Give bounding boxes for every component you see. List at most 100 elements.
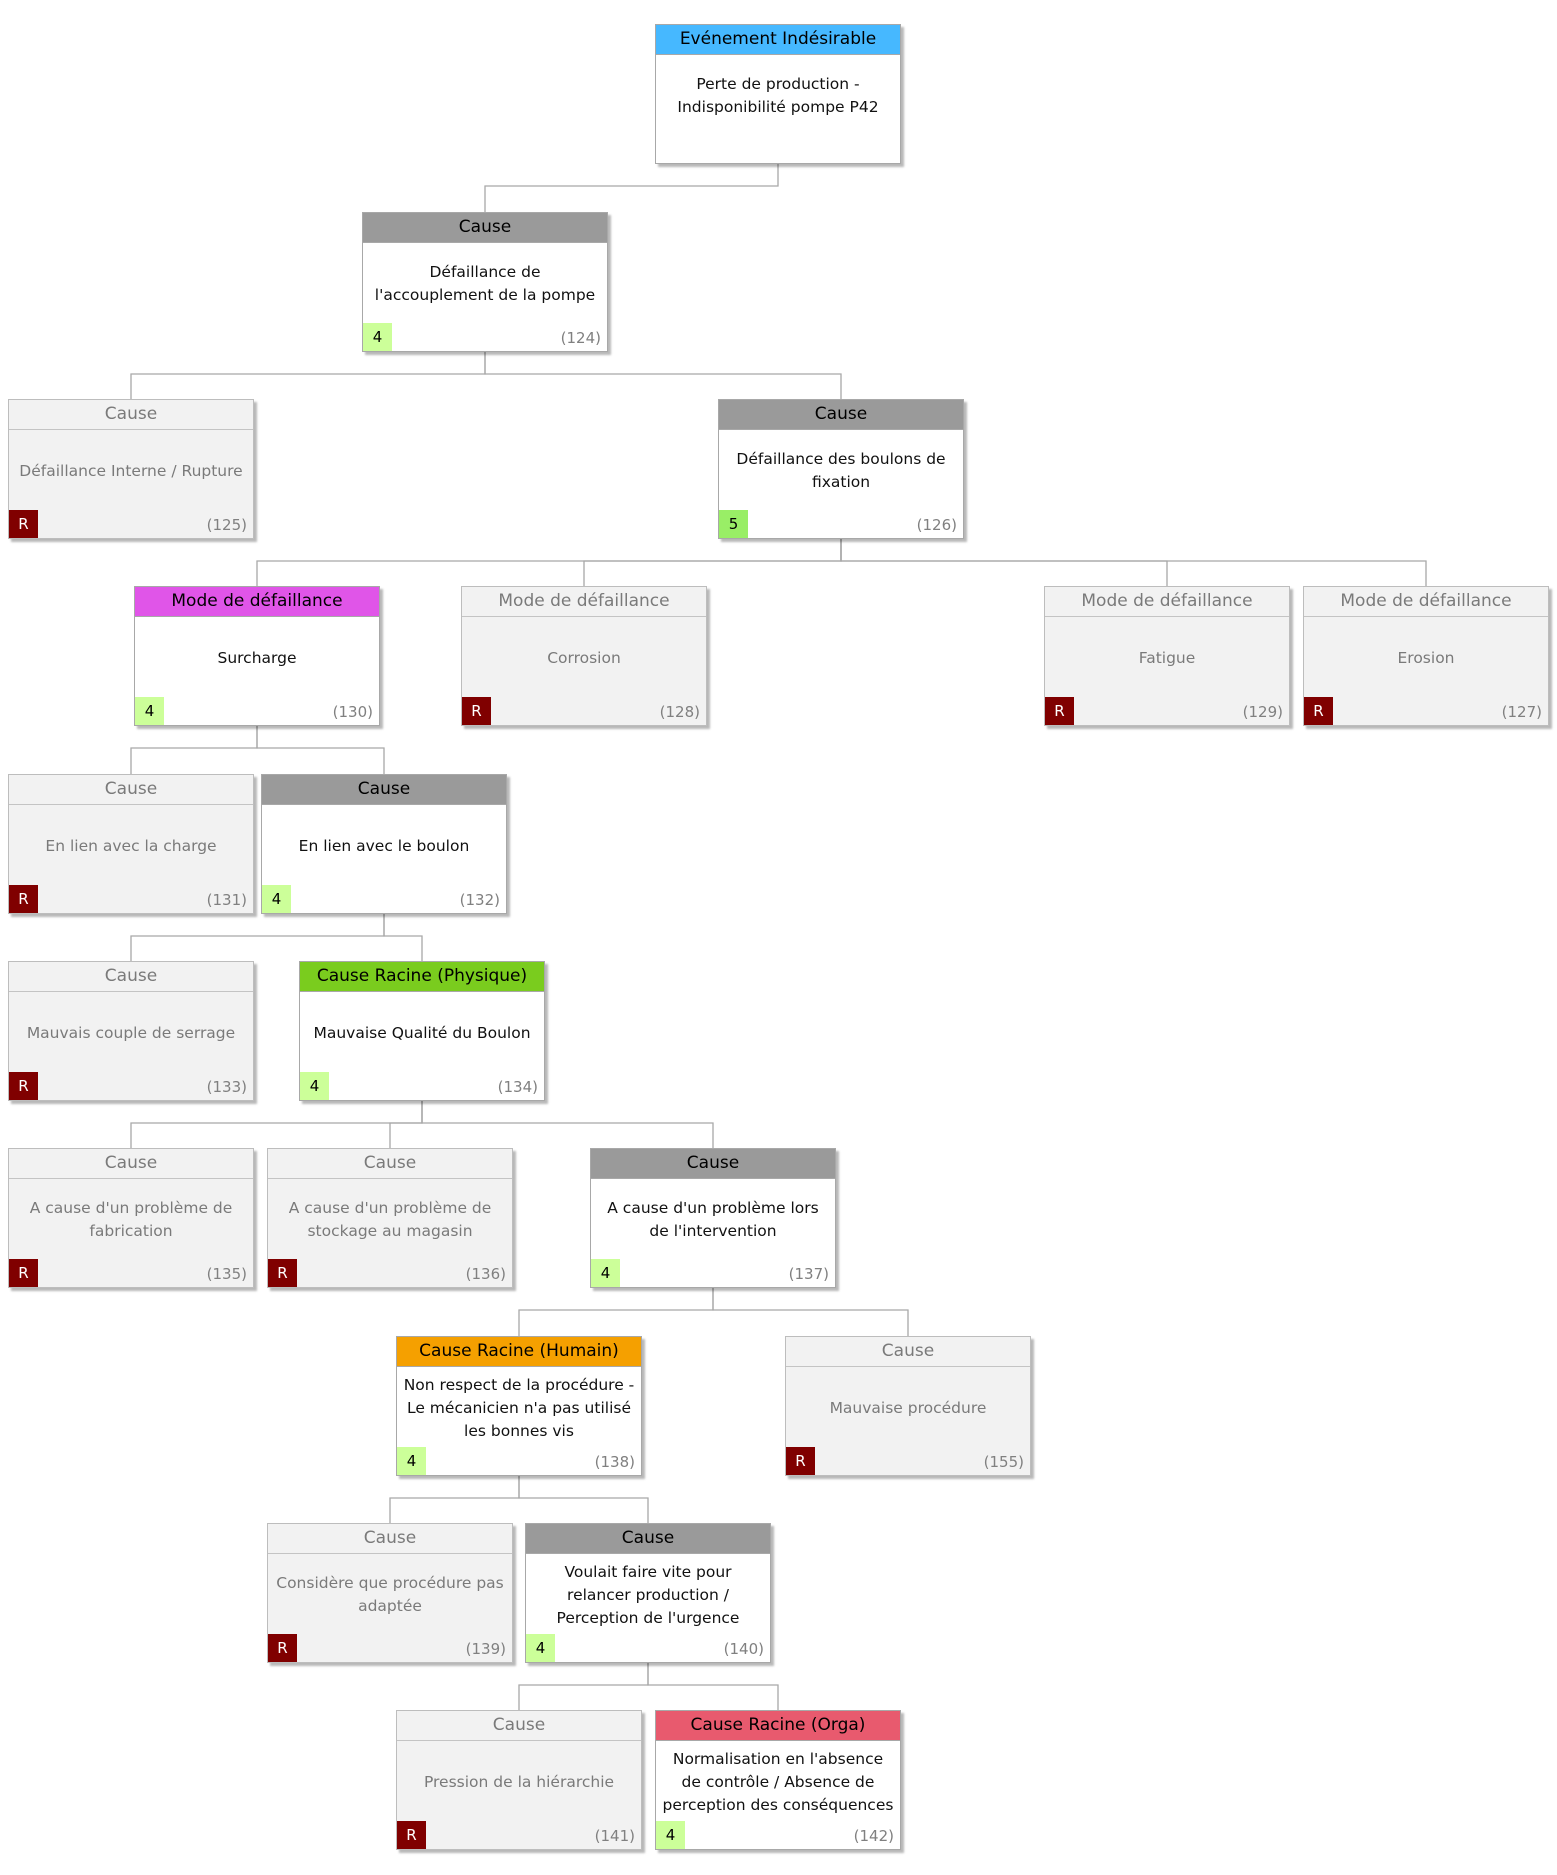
node-n134[interactable]: Cause Racine (Physique) Mauvaise Qualité … [299, 961, 545, 1101]
score-badge: 4 [135, 697, 164, 725]
node-header: Cause [9, 775, 253, 805]
node-text: Normalisation en l'absence de contrôle /… [662, 1749, 894, 1814]
node-header: Cause [397, 1711, 641, 1741]
rejected-badge: R [462, 697, 491, 725]
node-id-label: (138) [594, 1453, 635, 1471]
node-text: Pression de la hiérarchie [423, 1772, 615, 1791]
rejected-badge: R [1045, 697, 1074, 725]
node-header: Cause [719, 400, 963, 430]
score-badge: 4 [363, 323, 392, 351]
connector-line [256, 539, 842, 586]
node-text: Mauvais couple de serrage [26, 1023, 236, 1042]
connector-line [583, 539, 842, 586]
rejected-badge: R [397, 1821, 426, 1849]
node-header: Cause Racine (Orga) [656, 1711, 900, 1741]
score-badge: 4 [591, 1259, 620, 1287]
node-id-label: (129) [1242, 703, 1283, 721]
node-text: A cause d'un problème de stockage au mag… [288, 1199, 492, 1240]
rejected-badge: R [9, 1259, 38, 1287]
connector-line [130, 352, 486, 399]
connector-line [383, 914, 423, 961]
node-text: Mauvaise procédure [829, 1398, 987, 1417]
connector-line [712, 1288, 909, 1336]
node-n137[interactable]: Cause A cause d'un problème lors de l'int… [590, 1148, 836, 1288]
rejected-badge: R [1304, 697, 1333, 725]
node-header: Cause [591, 1149, 835, 1179]
node-header: Cause [268, 1149, 512, 1179]
node-text: Corrosion [547, 648, 621, 667]
rejected-badge: R [9, 885, 38, 913]
node-id-label: (135) [206, 1265, 247, 1283]
node-n136[interactable]: Cause A cause d'un problème de stockage a… [267, 1148, 513, 1288]
node-text: A cause d'un problème lors de l'interven… [607, 1199, 819, 1240]
node-id-label: (126) [916, 516, 957, 534]
node-text: Défaillance de l'accouplement de la pomp… [374, 263, 596, 304]
rejected-badge: R [268, 1259, 297, 1287]
node-id-label: (141) [594, 1827, 635, 1845]
node-header: Cause [526, 1524, 770, 1554]
rejected-badge: R [9, 510, 38, 538]
node-text: Fatigue [1138, 648, 1196, 667]
connector-line [256, 726, 385, 774]
node-id-label: (127) [1501, 703, 1542, 721]
node-id-label: (137) [788, 1265, 829, 1283]
node-id-label: (140) [723, 1640, 764, 1658]
node-header: Mode de défaillance [1304, 587, 1548, 617]
connector-line [389, 1101, 423, 1148]
node-id-label: (142) [853, 1827, 894, 1845]
node-id-label: (155) [983, 1453, 1024, 1471]
node-header: Mode de défaillance [135, 587, 379, 617]
node-id-label: (128) [659, 703, 700, 721]
node-header: Mode de défaillance [1045, 587, 1289, 617]
node-id-label: (133) [206, 1078, 247, 1096]
connector-line [518, 1288, 714, 1336]
score-badge: 5 [719, 510, 748, 538]
node-id-label: (130) [332, 703, 373, 721]
rejected-badge: R [268, 1634, 297, 1662]
score-badge: 4 [397, 1447, 426, 1475]
node-text: En lien avec la charge [45, 836, 217, 855]
connector-line [389, 1476, 520, 1523]
score-badge: 4 [656, 1821, 685, 1849]
node-header: Cause [9, 1149, 253, 1179]
connector-line [518, 1476, 649, 1523]
score-badge: 4 [526, 1634, 555, 1662]
node-header: Cause [262, 775, 506, 805]
node-text: Voulait faire vite pour relancer product… [556, 1562, 740, 1627]
node-id-label: (134) [497, 1078, 538, 1096]
score-badge: 4 [300, 1072, 329, 1100]
node-id-label: (132) [459, 891, 500, 909]
node-header: Cause [363, 213, 607, 243]
node-text: Considère que procédure pas adaptée [276, 1574, 504, 1615]
node-header: Cause Racine (Physique) [300, 962, 544, 992]
connector-line [518, 1663, 649, 1710]
node-header: Cause [268, 1524, 512, 1554]
node-n138[interactable]: Cause Racine (Humain)Non respect de la p… [396, 1336, 642, 1476]
node-text: Erosion [1397, 648, 1455, 667]
connector-line [647, 1663, 779, 1710]
node-header: Evénement Indésirable [656, 25, 900, 55]
connector-line [484, 164, 779, 212]
node-text: Défaillance des boulons de fixation [736, 450, 946, 491]
node-n142[interactable]: Cause Racine (Orga) Normalisation en l'ab… [655, 1710, 901, 1850]
node-text: Mauvaise Qualité du Boulon [313, 1023, 531, 1042]
connector-line [484, 352, 842, 399]
